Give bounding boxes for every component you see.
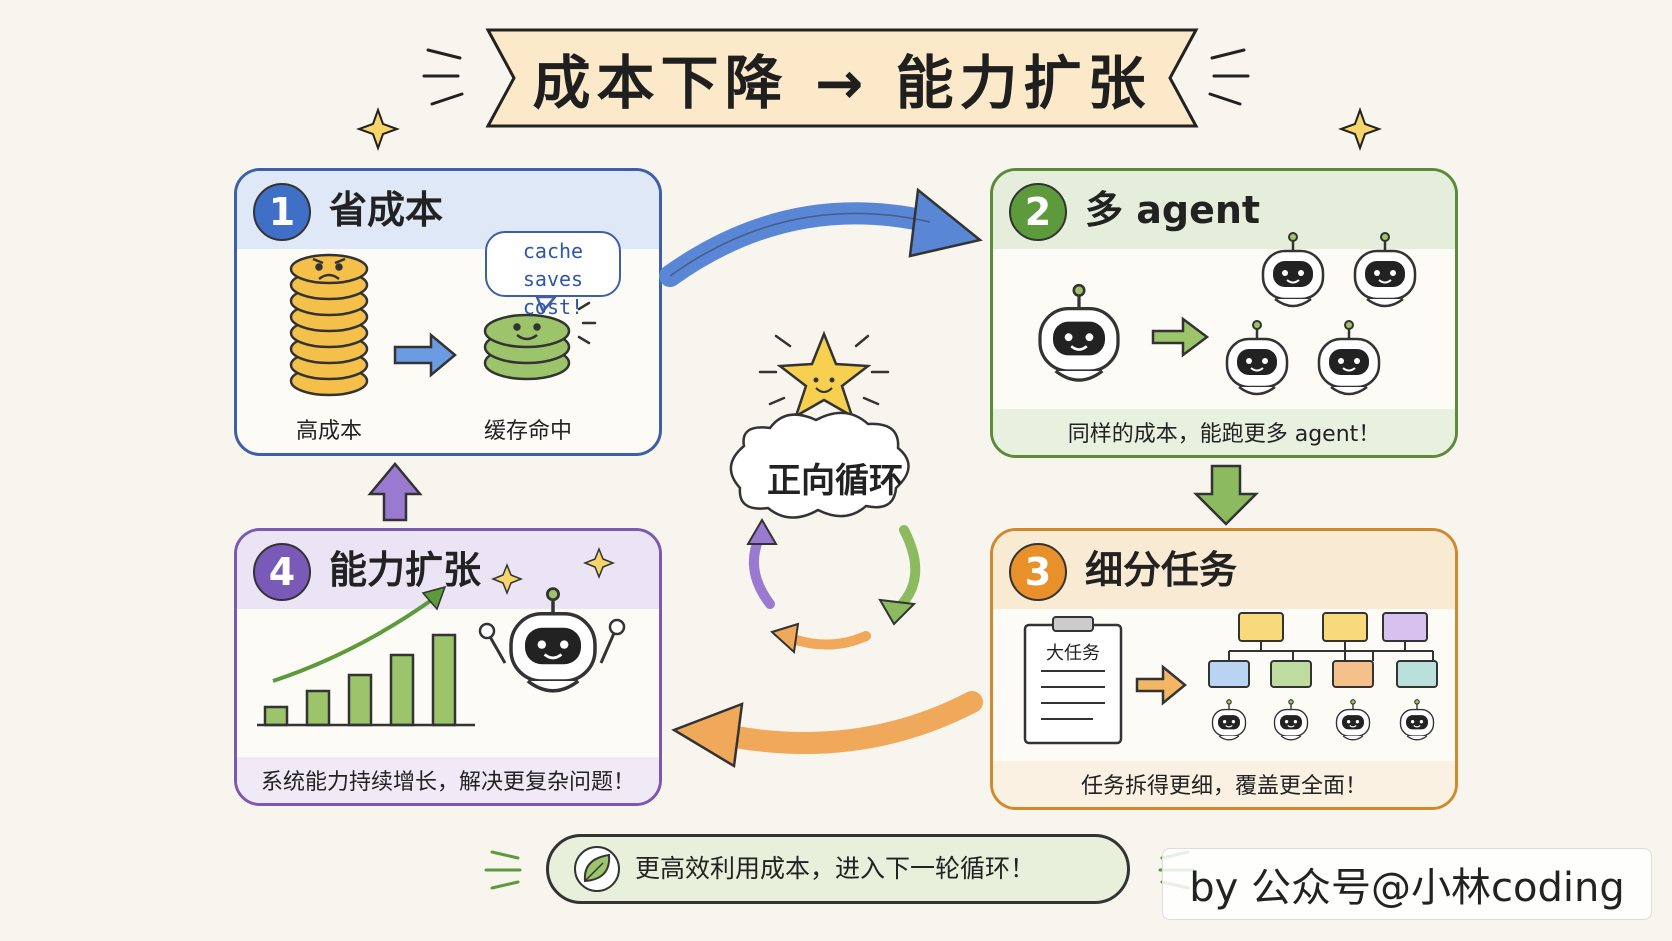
star-icon — [776, 330, 872, 419]
cloud-shape — [729, 411, 910, 519]
smile-face-icon — [513, 323, 541, 341]
arrow-1-to-2 — [659, 202, 941, 287]
leaf-icon — [574, 846, 620, 892]
sparkle-icon — [582, 546, 616, 580]
step-badge: 2 — [1009, 183, 1067, 241]
agents-illustration — [1038, 231, 1417, 396]
watermark: by 公众号@小林coding — [1162, 848, 1652, 920]
footer-pill: 更高效利用成本，进入下一轮循环！ — [546, 834, 1130, 904]
cycle-label: 正向循环 — [767, 460, 903, 501]
bar-growth-icon — [263, 633, 457, 727]
card-header: 2 多 agent — [993, 171, 1455, 249]
doc-label: 大任务 — [1046, 643, 1100, 664]
card-header: 3 细分任务 — [993, 531, 1455, 609]
bubble-line-2: saves cost! — [522, 267, 584, 319]
coin-stack-small-icon — [483, 313, 571, 381]
arrow-right-icon — [393, 332, 457, 378]
card-save-cost: 1 省成本 — [234, 168, 662, 456]
coin-stack-icon — [289, 253, 369, 397]
card-split-tasks: 3 细分任务 大任务 任务拆得更细，覆盖更全面！ — [990, 528, 1458, 810]
banner-shape — [485, 28, 1199, 128]
caption-high-cost: 高成本 — [295, 419, 362, 444]
arrow-2-to-3 — [1192, 464, 1260, 526]
arrowhead-icon — [908, 187, 983, 258]
footer-text: 更高效利用成本，进入下一轮循环！ — [635, 854, 1036, 883]
title-banner: 成本下降 → 能力扩张 — [480, 26, 1204, 130]
tasks-illustration — [1023, 612, 1438, 745]
card-title: 细分任务 — [1085, 548, 1238, 592]
frown-face-icon — [312, 257, 346, 281]
arrow-right-icon — [1135, 664, 1187, 706]
card-footer: 任务拆得更细，覆盖更全面！ — [993, 761, 1455, 807]
sparkle-icon — [356, 107, 400, 151]
caption-cache-hit: 缓存命中 — [483, 419, 572, 444]
card-capability: 4 能力扩张 系统能力持续增长，解决更复杂问题！ — [234, 528, 662, 806]
page-title: 成本下降 → 能力扩张 — [532, 49, 1152, 117]
step-badge: 1 — [253, 183, 311, 241]
speech-bubble: cache saves cost! — [485, 231, 621, 319]
arrow-4-to-1 — [367, 462, 423, 522]
sparkle-icon — [1338, 107, 1382, 151]
bubble-line-1: cache — [522, 239, 584, 263]
arrow-3-to-4 — [719, 691, 983, 754]
step-badge: 4 — [253, 543, 311, 601]
card-footer: 系统能力持续增长，解决更复杂问题！ — [237, 757, 659, 803]
growth-illustration — [257, 546, 626, 727]
trend-arrow-icon — [272, 597, 435, 683]
card-footer: 同样的成本，能跑更多 agent！ — [993, 409, 1455, 455]
step-badge: 3 — [1009, 543, 1067, 601]
arrow-right-icon — [1151, 316, 1210, 358]
card-multi-agent: 2 多 agent 同样的成本，能跑更多 agent！ — [990, 168, 1458, 458]
card-title: 多 agent — [1085, 188, 1261, 232]
coins-illustration — [289, 253, 597, 397]
card-title: 能力扩张 — [329, 548, 482, 592]
card-header: 4 能力扩张 — [237, 531, 659, 609]
arrowhead-icon — [671, 702, 744, 769]
sparkle-icon — [490, 562, 524, 596]
card-title: 省成本 — [329, 188, 444, 232]
